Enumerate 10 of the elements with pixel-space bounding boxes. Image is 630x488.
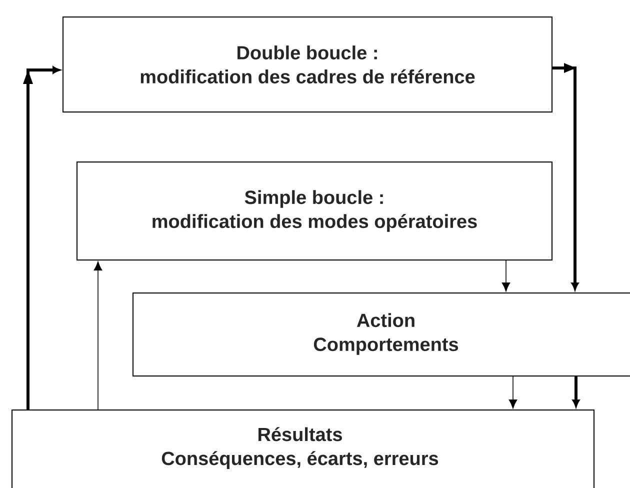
arrow bbox=[94, 262, 102, 410]
process-box: Simple boucle : modification des modes opératoires bbox=[76, 162, 552, 260]
arrow bbox=[502, 260, 510, 292]
arrow bbox=[552, 63, 579, 290]
process-box: Résultats Conséquences, écarts, erreurs bbox=[12, 410, 594, 488]
process-box: Action Comportements bbox=[132, 292, 630, 376]
arrow bbox=[23, 66, 60, 410]
arrow bbox=[572, 376, 580, 408]
arrow bbox=[508, 376, 518, 408]
process-box: Double boucle : modification des cadres de référence bbox=[62, 16, 552, 112]
